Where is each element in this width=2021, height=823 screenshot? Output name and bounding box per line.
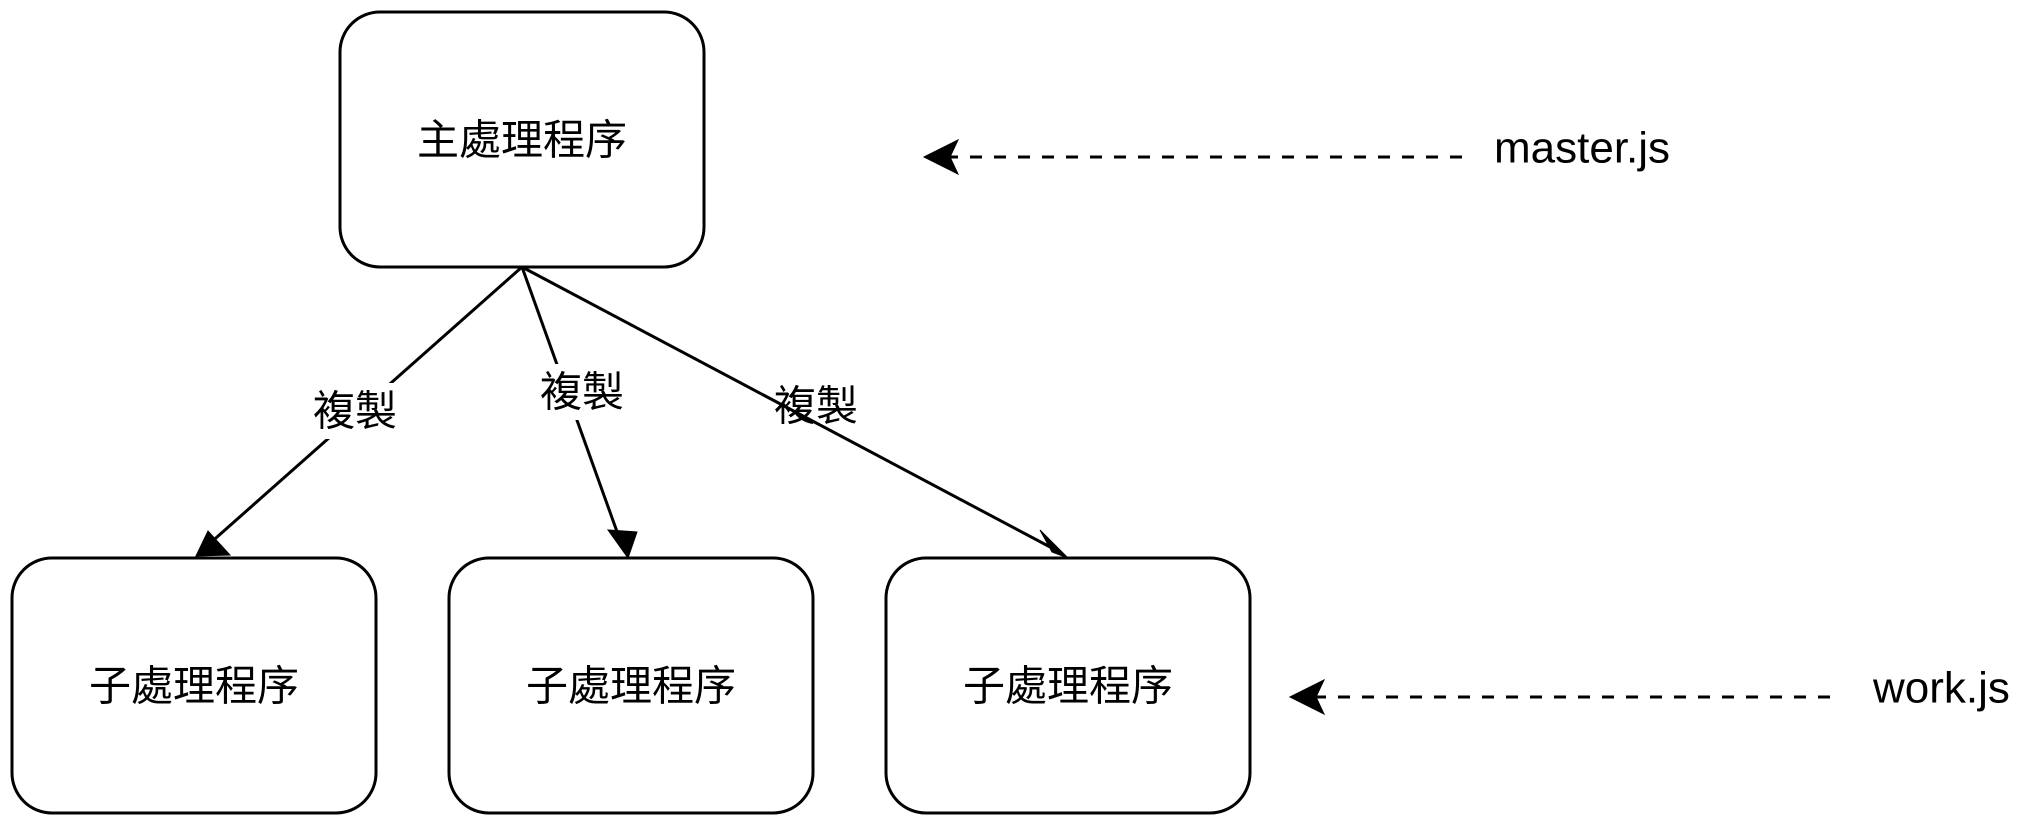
fork-edge-1: 複製 — [195, 265, 523, 557]
fork-edge-arrowhead-2 — [606, 529, 638, 560]
child-process-label-2: 子處理程序 — [526, 662, 736, 711]
fork-edge-label-3: 複製 — [774, 382, 858, 431]
worker-file-arrowhead — [1288, 678, 1326, 716]
fork-edge-arrowhead-3 — [1039, 529, 1069, 559]
child-process-node-1: 子處理程序 — [10, 556, 378, 815]
child-process-label-3: 子處理程序 — [963, 662, 1173, 711]
master-process-node: 主處理程序 — [338, 10, 706, 269]
master-file-annotation: master.js — [922, 124, 1670, 176]
fork-edge-label-bg-1 — [306, 383, 400, 439]
master-file-label: master.js — [1494, 124, 1670, 173]
child-process-node-2: 子處理程序 — [447, 556, 815, 815]
fork-edge-3: 複製 — [521, 265, 1069, 559]
fork-edge-label-bg-2 — [534, 364, 628, 420]
fork-edge-label-1: 複製 — [313, 387, 397, 436]
child-process-box-2 — [447, 556, 815, 815]
child-process-node-3: 子處理程序 — [884, 556, 1252, 815]
fork-edge-2: 複製 — [520, 266, 638, 560]
master-process-label: 主處理程序 — [417, 116, 627, 165]
child-process-box-1 — [10, 556, 378, 815]
worker-file-label: work.js — [1872, 664, 2010, 713]
master-file-arrowhead — [922, 138, 960, 176]
fork-edge-line-3 — [521, 265, 1053, 550]
worker-file-annotation: work.js — [1288, 664, 2010, 716]
child-process-label-1: 子處理程序 — [89, 662, 299, 711]
fork-edge-arrowhead-1 — [195, 530, 232, 557]
fork-edge-label-2: 複製 — [540, 368, 624, 417]
